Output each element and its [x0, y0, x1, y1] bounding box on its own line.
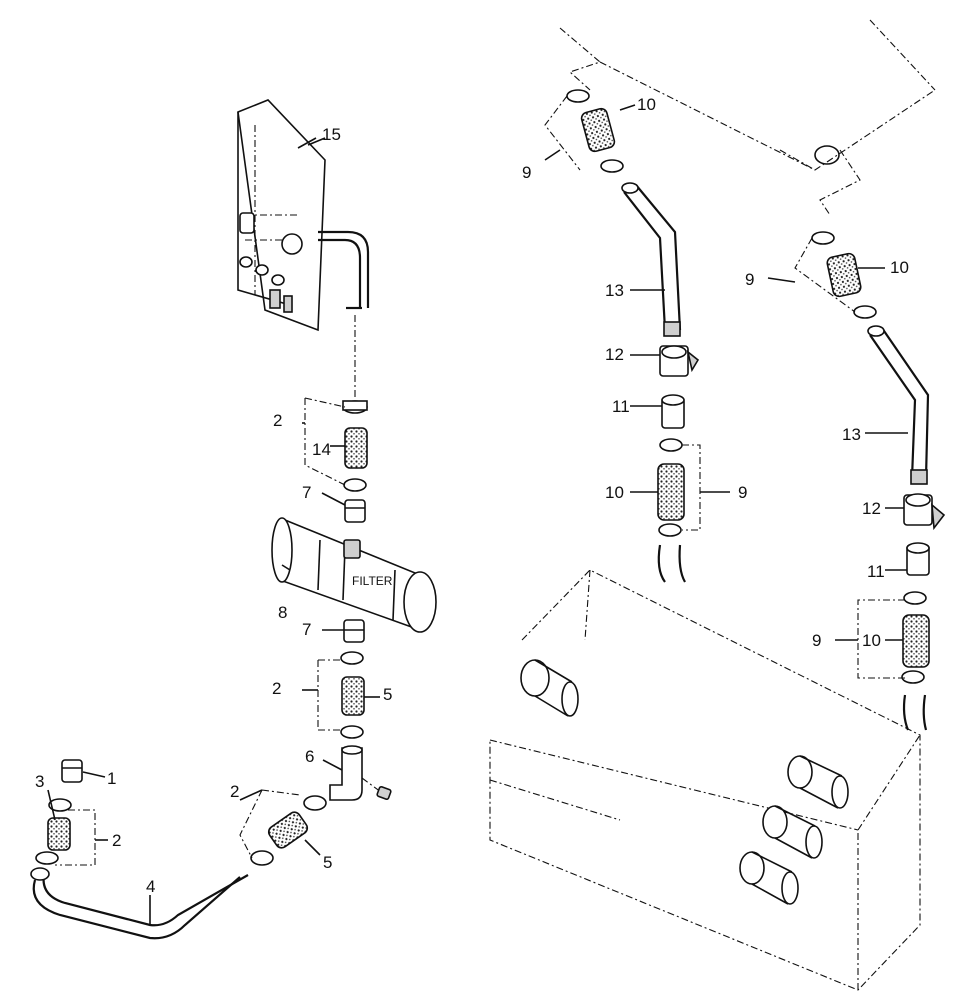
label-10: 10	[862, 631, 881, 650]
label-1: 1	[107, 769, 116, 788]
upper-structure-outline	[559, 19, 936, 216]
label-15: 15	[322, 125, 341, 144]
label-2: 2	[230, 782, 239, 801]
label-12: 12	[605, 345, 624, 364]
label-9: 9	[812, 631, 821, 650]
label-13: 13	[842, 425, 861, 444]
label-9: 9	[738, 483, 747, 502]
label-7: 7	[302, 620, 311, 639]
label-5: 5	[323, 853, 332, 872]
label-12: 12	[862, 499, 881, 518]
label-5: 5	[383, 685, 392, 704]
label-9: 9	[745, 270, 754, 289]
label-11: 11	[612, 397, 630, 416]
far-right-assembly	[811, 231, 946, 731]
fuel-tank-15	[237, 99, 370, 332]
label-4: 4	[146, 877, 155, 896]
label-7: 7	[302, 483, 311, 502]
leader-lines	[47, 95, 908, 925]
label-2: 2	[273, 411, 282, 430]
label-10: 10	[890, 258, 909, 277]
label-10: 10	[605, 483, 624, 502]
label-6: 6	[305, 747, 314, 766]
label-10: 10	[637, 95, 656, 114]
part-number-labels: 15 2 14 7 8 7 2 5 6 2 5 4 1 3 2 10 9 13 …	[35, 95, 909, 896]
label-8: 8	[278, 603, 287, 622]
main-tank-housing	[489, 569, 921, 991]
label-11: 11	[867, 562, 885, 581]
left-assembly: FILTER	[30, 315, 437, 940]
middle-right-assembly	[566, 89, 700, 583]
filter-body-label: FILTER	[352, 574, 393, 588]
label-13: 13	[605, 281, 624, 300]
label-14: 14	[312, 440, 331, 459]
label-2: 2	[112, 831, 121, 850]
label-3: 3	[35, 772, 44, 791]
label-9: 9	[522, 163, 531, 182]
label-2: 2	[272, 679, 281, 698]
